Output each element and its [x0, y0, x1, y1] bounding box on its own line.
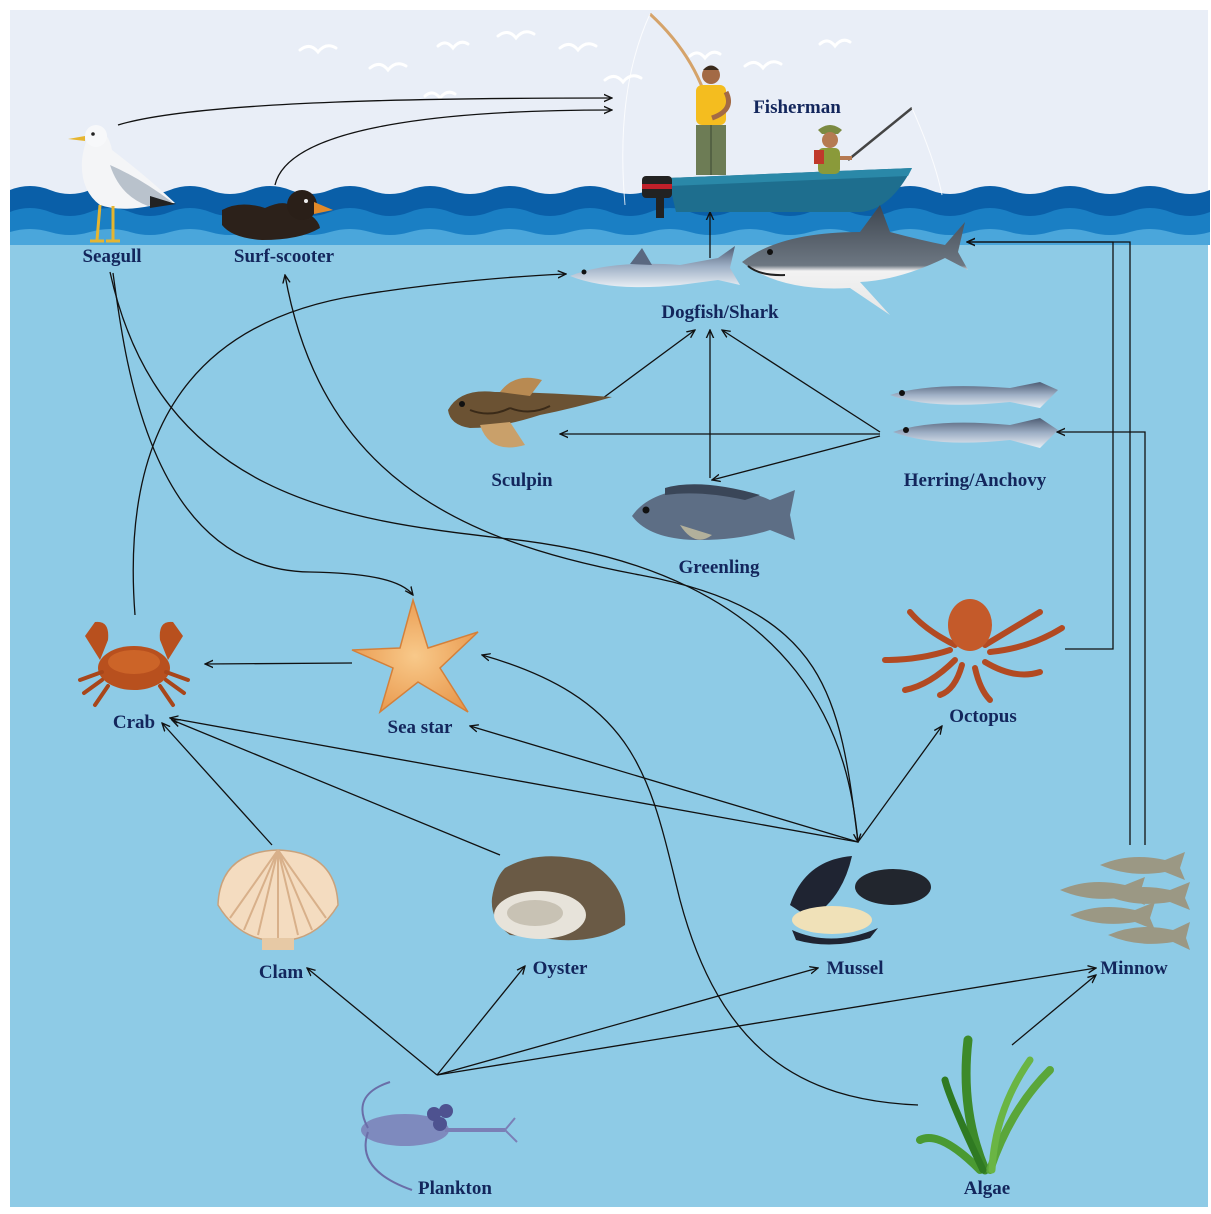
sea-star-label: Sea star	[388, 717, 453, 738]
herring-anchovy-label: Herring/Anchovy	[904, 470, 1047, 491]
greenling-label: Greenling	[679, 557, 760, 578]
surf-scooter-label: Surf-scooter	[234, 246, 335, 267]
plankton-label: Plankton	[418, 1178, 492, 1199]
seagull-label: Seagull	[82, 246, 141, 267]
octopus-label: Octopus	[949, 706, 1017, 727]
mussel-label: Mussel	[827, 958, 884, 979]
octopus-head	[948, 599, 992, 651]
sculpin-label: Sculpin	[491, 470, 553, 491]
water-background	[10, 205, 1208, 1207]
oyster-label: Oyster	[533, 958, 588, 979]
fisherman-label: Fisherman	[753, 97, 841, 118]
algae-label: Algae	[964, 1178, 1010, 1199]
sea-surface-waves	[10, 186, 1210, 245]
crab-label: Crab	[113, 712, 155, 733]
dogfish-shark-label: Dogfish/Shark	[661, 302, 779, 323]
minnow-label: Minnow	[1100, 958, 1168, 979]
clam-label: Clam	[259, 962, 304, 983]
